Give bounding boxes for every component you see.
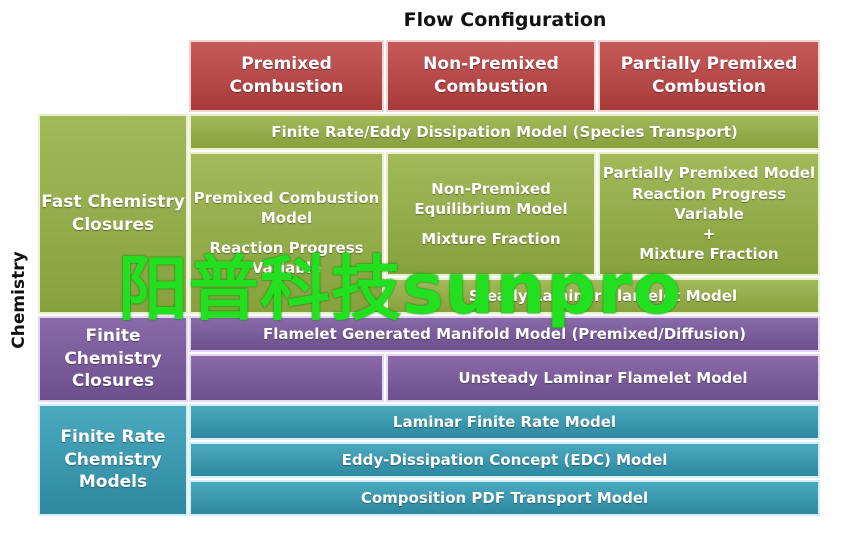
cell-unsteady-laminar-flamelet: Unsteady Laminar Flamelet Model (386, 354, 820, 402)
cell-finite-rate-eddy-dissipation: Finite Rate/Eddy Dissipation Model (Spec… (189, 114, 820, 150)
cell-laminar-finite-rate: Laminar Finite Rate Model (189, 404, 820, 440)
cell-eddy-dissipation-concept: Eddy-Dissipation Concept (EDC) Model (189, 442, 820, 478)
chemistry-axis-label: Chemistry (9, 251, 29, 349)
cell-flamelet-generated-manifold: Flamelet Generated Manifold Model (Premi… (189, 316, 820, 352)
cell-composition-pdf-transport: Composition PDF Transport Model (189, 480, 820, 516)
cell-empty-premixed-finite (189, 354, 384, 402)
cell-steady-laminar-flamelet: Steady Laminar Flamelet Model (386, 278, 820, 314)
diagram-title: Flow Configuration (403, 9, 607, 31)
watermark-text: 阳普科技sunpro (118, 248, 683, 330)
